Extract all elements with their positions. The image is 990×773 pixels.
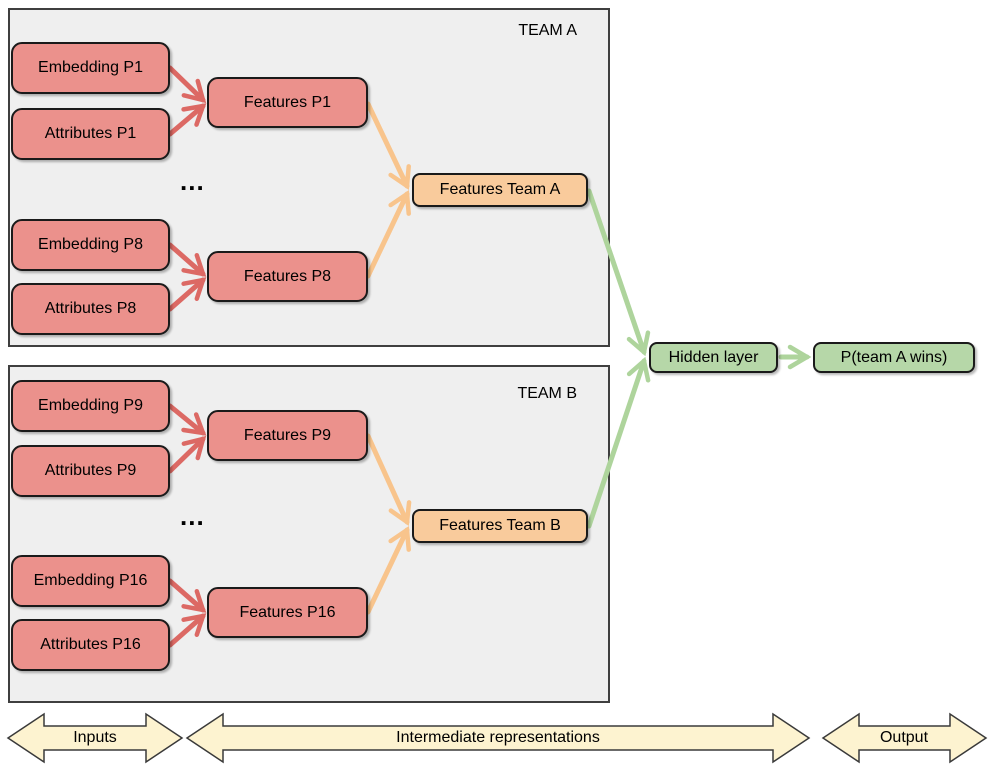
probability-box: P(team A wins)	[813, 342, 975, 373]
attributes-p8-box: Attributes P8	[11, 283, 170, 335]
arrow-embedding-p8-to-features-p8	[167, 242, 207, 277]
inputs-banner-shape	[6, 712, 184, 764]
embedding-p1-box: Embedding P1	[11, 42, 170, 94]
features-p16-box: Features P16	[207, 587, 368, 638]
arrow-features-team-b-to-hidden-layer	[586, 356, 651, 529]
features-p1-box: Features P1	[207, 77, 368, 128]
embedding-p8-box: Embedding P8	[11, 219, 170, 271]
arrow-embedding-p1-to-features-p1	[167, 65, 207, 104]
arrow-features-team-a-to-hidden-layer	[586, 188, 651, 357]
intermediate-banner-shape	[185, 712, 811, 764]
features-p9-box: Features P9	[207, 410, 368, 461]
arrow-embedding-p16-to-features-p16	[167, 578, 207, 613]
attributes-p9-box: Attributes P9	[11, 445, 170, 497]
embedding-p9-box: Embedding P9	[11, 380, 170, 432]
arrow-attributes-p9-to-features-p9	[167, 435, 207, 474]
intermediate-banner-label: Intermediate representations	[396, 729, 600, 746]
team-b-ellipsis: ...	[180, 501, 205, 531]
arrow-embedding-p9-to-features-p9	[167, 403, 207, 436]
arrow-attributes-p8-to-features-p8	[167, 277, 207, 312]
hidden-layer-box: Hidden layer	[649, 342, 778, 373]
arrow-features-p1-to-features-team-a	[365, 101, 411, 191]
team-a-ellipsis: ...	[180, 166, 205, 196]
attributes-p16-box: Attributes P16	[11, 619, 170, 671]
features-p8-box: Features P8	[207, 251, 368, 302]
embedding-p16-box: Embedding P16	[11, 555, 170, 607]
attributes-p1-box: Attributes P1	[11, 108, 170, 160]
arrow-attributes-p16-to-features-p16	[167, 613, 207, 648]
arrow-features-p16-to-features-team-b	[365, 525, 411, 615]
features-team-b-box: Features Team B	[412, 509, 588, 543]
arrow-features-p9-to-features-team-b	[365, 433, 412, 527]
team-a-label: TEAM A	[518, 22, 577, 39]
features-team-a-box: Features Team A	[412, 173, 588, 207]
output-banner-label: Output	[879, 729, 929, 746]
team-b-label: TEAM B	[517, 385, 577, 402]
output-banner-shape	[821, 712, 988, 764]
inputs-banner-label: Inputs	[73, 729, 117, 746]
arrow-features-p8-to-features-team-a	[365, 189, 411, 279]
arrow-attributes-p1-to-features-p1	[167, 103, 207, 137]
